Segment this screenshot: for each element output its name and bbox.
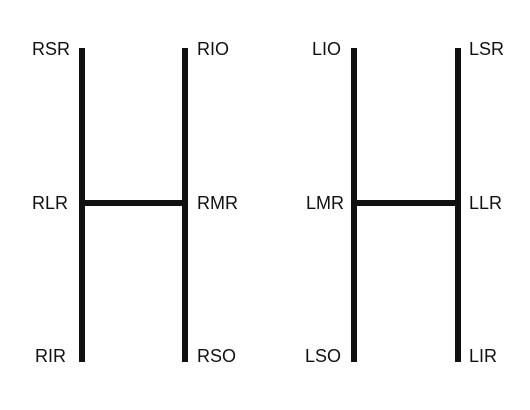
label-lso: LSO [305,346,341,366]
left-eye-h: LIO LSR LMR LLR LSO LIR [305,39,504,366]
label-rsr: RSR [32,39,70,59]
label-lsr: LSR [469,39,504,59]
left-eye-crossbar [351,200,461,206]
label-lir: LIR [469,346,497,366]
right-eye-crossbar [79,200,188,206]
label-rir: RIR [35,346,66,366]
label-lio: LIO [312,39,341,59]
label-llr: LLR [469,193,502,213]
label-rlr: RLR [32,193,68,213]
label-rmr: RMR [197,193,238,213]
label-rso: RSO [197,346,236,366]
right-eye-h: RSR RIO RLR RMR RIR RSO [32,39,238,366]
label-rio: RIO [197,39,229,59]
label-lmr: LMR [306,193,344,213]
